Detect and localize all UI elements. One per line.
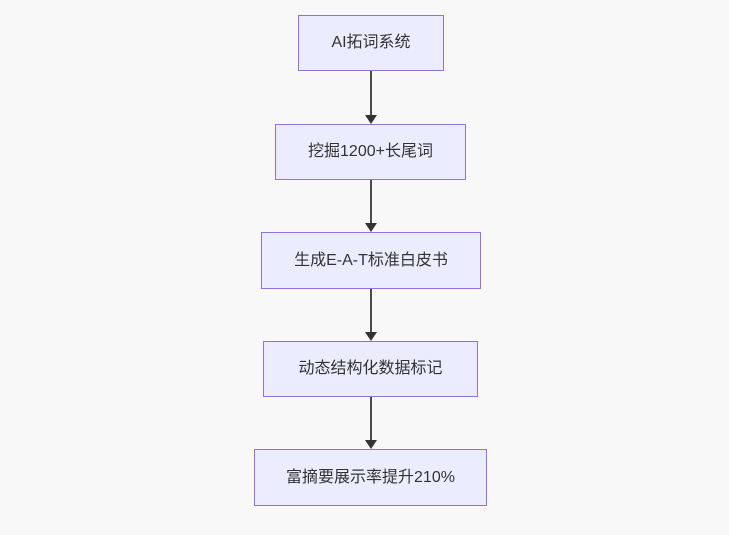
arrowhead-down-icon: [364, 223, 377, 232]
node-label: AI拓词系统: [331, 34, 411, 51]
arrowhead-down-icon: [364, 332, 377, 341]
edge-line: [369, 71, 372, 117]
flowchart-edge-3: [364, 289, 377, 341]
arrowhead-down-icon: [364, 440, 377, 449]
flowchart-edge-1: [364, 71, 377, 124]
flowchart-node-ai-system: AI拓词系统: [298, 15, 444, 71]
node-label: 富摘要展示率提升210%: [286, 468, 455, 486]
node-label: 挖掘1200+长尾词: [308, 143, 433, 160]
arrowhead-down-icon: [364, 115, 377, 124]
edge-line: [369, 289, 372, 334]
flowchart-edge-4: [364, 397, 377, 449]
flowchart-edge-2: [364, 180, 377, 232]
flowchart-node-structured-data: 动态结构化数据标记: [263, 341, 478, 397]
edge-line: [369, 397, 372, 442]
flowchart-node-longtail-mining: 挖掘1200+长尾词: [275, 124, 466, 180]
flowchart-node-eat-whitepaper: 生成E-A-T标准白皮书: [261, 232, 481, 289]
node-label: 生成E-A-T标准白皮书: [294, 251, 448, 269]
flowchart-node-rich-snippet-result: 富摘要展示率提升210%: [254, 449, 487, 506]
node-label: 动态结构化数据标记: [298, 360, 443, 377]
edge-line: [369, 180, 372, 225]
